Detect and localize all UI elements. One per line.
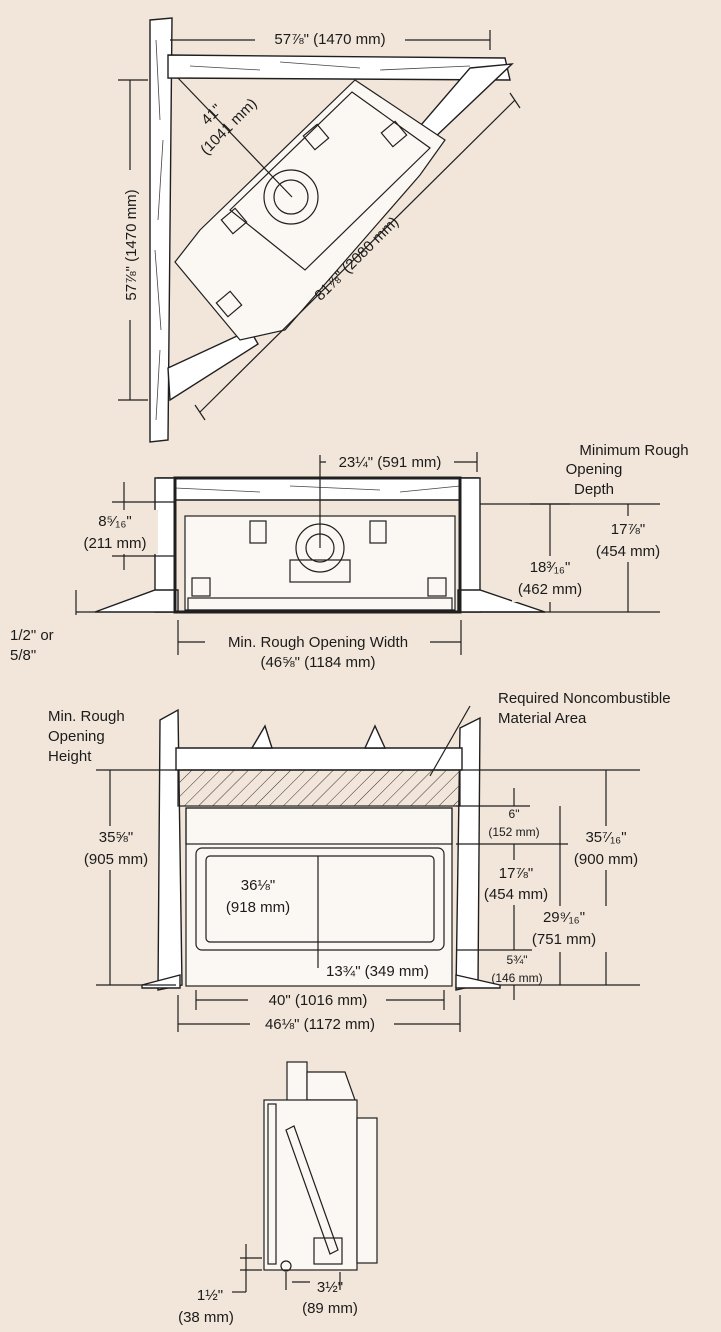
glass-height-mm: (918 mm) xyxy=(226,899,290,916)
vent-pipe xyxy=(286,1061,308,1103)
depth-in: 17⅞" xyxy=(611,521,646,538)
left-wall-stud xyxy=(149,17,173,443)
rough-height-in: 35⅝" xyxy=(99,829,134,846)
vent-height-mm: (211 mm) xyxy=(83,535,146,552)
side-width-in: 3½" xyxy=(317,1279,343,1296)
depth-title-2: Opening xyxy=(566,461,623,478)
dim-line-depth xyxy=(177,77,293,198)
dim-6-in: 6" xyxy=(509,807,520,821)
side-height-mm: (38 mm) xyxy=(178,1309,234,1326)
corner-height-label: 57⅞" (1470 mm) xyxy=(123,189,140,300)
dim-17-mm: (454 mm) xyxy=(484,886,548,903)
rough-width-title: Min. Rough Opening Width xyxy=(228,634,408,651)
flat-wall-top-view: 23¼" (591 mm) Minimum Rough Opening Dept… xyxy=(10,442,689,671)
height-title-1: Min. Rough xyxy=(48,708,125,725)
side-body xyxy=(263,1099,358,1271)
floor-height-label: 13¾" (349 mm) xyxy=(326,963,429,980)
dim-5-in: 5¾" xyxy=(507,953,528,967)
noncombustible-area xyxy=(177,769,461,807)
side-height-in: 1½" xyxy=(197,1287,223,1304)
side-view: 1½" (38 mm) 3½" (89 mm) xyxy=(178,1061,378,1326)
dim-35-mm: (900 mm) xyxy=(574,851,638,868)
left-plate xyxy=(94,589,179,613)
front-header xyxy=(175,747,463,771)
width-40-label: 40" (1016 mm) xyxy=(269,992,368,1009)
spacer-label-1: 1/2" or xyxy=(10,627,54,644)
dim-35-in: 35⁷⁄₁₆" xyxy=(585,829,626,846)
height-title-2: Opening xyxy=(48,728,105,745)
side-width-mm: (89 mm) xyxy=(302,1300,358,1317)
rough-height-mm: (905 mm) xyxy=(84,851,148,868)
noncombustible-note-2: Material Area xyxy=(498,710,587,727)
glass-height-in: 36⅛" xyxy=(241,877,276,894)
rough-width-value: (46⅝" (1184 mm) xyxy=(260,654,375,671)
dim-5-mm: (146 mm) xyxy=(491,971,542,985)
glass-panel xyxy=(195,847,445,951)
depth-title-3: Depth xyxy=(574,481,614,498)
vent-height-in: 8⁵⁄₁₆" xyxy=(98,513,132,530)
dim-6-mm: (152 mm) xyxy=(488,825,539,839)
corner-depth-mm: (1041 mm) xyxy=(197,95,260,158)
corner-installation-view: 57⅞" (1470 mm) 57⅞" (1470 mm) 41" (1041 … xyxy=(118,17,521,443)
dim-line-diagonal xyxy=(199,99,516,413)
unit-depth-in: 18³⁄₁₆" xyxy=(530,559,571,576)
height-title-3: Height xyxy=(48,748,92,765)
vent-collar xyxy=(263,169,319,225)
depth-title-1: Minimum Rough xyxy=(579,442,688,459)
corner-width-label: 57⅞" (1470 mm) xyxy=(274,31,385,48)
diagonal-stud-bottom xyxy=(167,329,259,402)
dim-17-in: 17⅞" xyxy=(499,865,534,882)
front-view: Required Noncombustible Material Area Mi… xyxy=(48,690,671,1034)
width-46-label: 46⅛" (1172 mm) xyxy=(265,1016,375,1033)
noncombustible-note-1: Required Noncombustible xyxy=(498,690,671,707)
depth-mm: (454 mm) xyxy=(596,543,660,560)
unit-depth-mm: (462 mm) xyxy=(518,581,582,598)
front-left-stud xyxy=(157,708,183,991)
dim-29-mm: (751 mm) xyxy=(532,931,596,948)
vent-offset-label: 23¼" (591 mm) xyxy=(339,454,442,471)
dim-29-in: 29⁹⁄₁₆" xyxy=(543,909,585,926)
spacer-label-2: 5/8" xyxy=(10,647,36,664)
top-wall-stud xyxy=(167,54,511,81)
